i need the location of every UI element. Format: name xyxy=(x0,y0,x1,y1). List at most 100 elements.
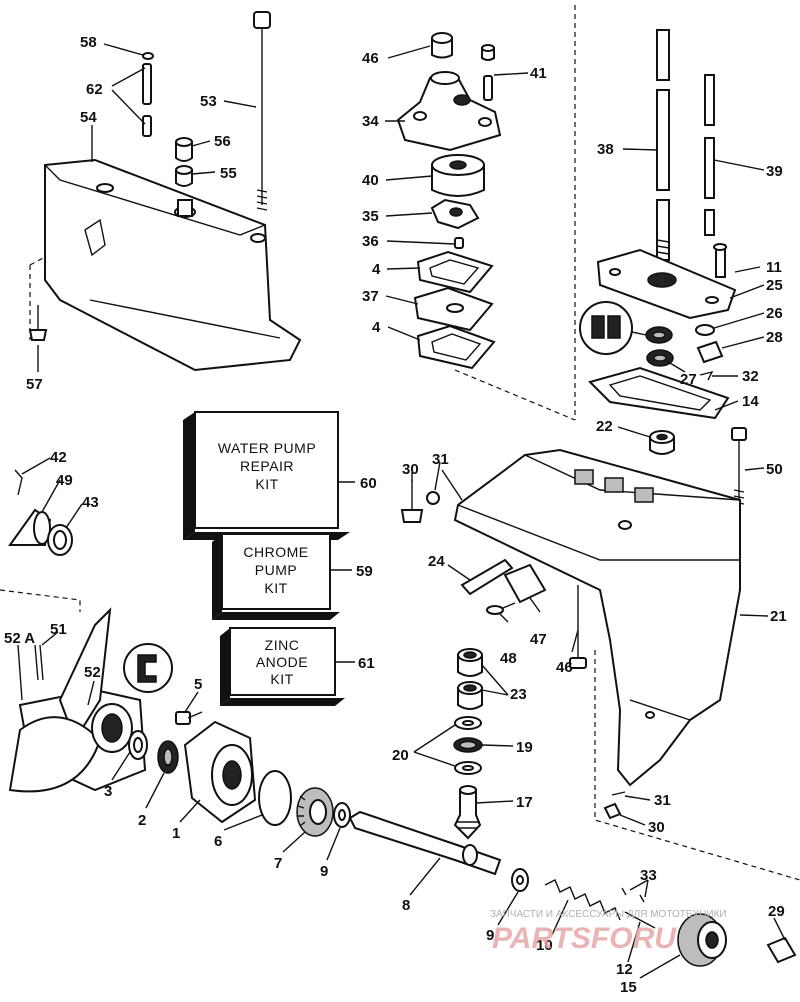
washer-26 xyxy=(695,324,715,336)
watermark-logo: PARTSFORU xyxy=(492,922,677,955)
callout-25: 25 xyxy=(766,277,783,294)
callout-19: 19 xyxy=(516,739,533,756)
clip-detail xyxy=(123,643,173,693)
zinc-anode-kit-box: ZINC ANODE KIT 61 xyxy=(220,627,375,706)
callout-29: 29 xyxy=(768,903,785,920)
callout-9-upper: 9 xyxy=(320,863,328,880)
callout-9-lower: 9 xyxy=(486,927,494,944)
callout-24: 24 xyxy=(428,553,445,570)
kit-60-number: 60 xyxy=(360,475,377,492)
callout-54: 54 xyxy=(80,109,97,126)
pins-58-62 xyxy=(142,52,154,137)
propeller-52 xyxy=(8,607,147,793)
watermark-subtitle: ЗАПЧАСТИ И АКСЕССУАРЫ ДЛЯ МОТОТЕХНИКИ xyxy=(490,909,727,920)
callout-62: 62 xyxy=(86,81,103,98)
callout-21: 21 xyxy=(770,608,787,625)
chrome-pump-kit-box: CHROME PUMP KIT 59 xyxy=(212,533,373,620)
callout-6: 6 xyxy=(214,833,222,850)
kit-60-line3: KIT xyxy=(255,476,278,492)
callout-39: 39 xyxy=(766,163,783,180)
callout-47: 47 xyxy=(530,631,547,648)
callout-11: 11 xyxy=(766,259,782,276)
callout-31-lower: 31 xyxy=(654,792,671,809)
callout-55: 55 xyxy=(220,165,237,182)
screw-30-washer-31 xyxy=(400,480,440,523)
callout-12: 12 xyxy=(616,961,633,978)
water-pump-repair-kit-box: WATER PUMP REPAIR KIT 60 xyxy=(183,411,377,540)
prop-nut-49 xyxy=(8,508,52,546)
seal-detail-27 xyxy=(579,301,674,367)
callout-4-lower: 4 xyxy=(372,319,381,336)
reverse-gear-15 xyxy=(677,913,727,967)
callout-32: 32 xyxy=(742,368,759,385)
section-boundaries xyxy=(0,5,800,881)
kit-61-line1: ZINC xyxy=(265,637,300,653)
bolt-53 xyxy=(253,11,271,211)
callout-2: 2 xyxy=(138,812,146,829)
o-ring-6 xyxy=(258,770,292,826)
callout-10: 10 xyxy=(536,937,553,954)
watermark: ЗАПЧАСТИ И АКСЕССУАРЫ ДЛЯ МОТОТЕХНИКИ PA… xyxy=(490,909,727,955)
pinion-gear-17 xyxy=(453,785,482,840)
callout-30-lower: 30 xyxy=(648,819,665,836)
callout-1: 1 xyxy=(172,825,180,842)
callout-30-upper: 30 xyxy=(402,461,419,478)
callout-41: 41 xyxy=(530,65,547,82)
part-29 xyxy=(766,936,797,964)
propeller-shaft-8 xyxy=(348,810,502,876)
bearings-23 xyxy=(457,648,483,710)
callout-numbers: 58 62 53 54 56 55 57 46 41 34 40 35 36 4… xyxy=(4,34,787,996)
callout-48: 48 xyxy=(500,650,517,667)
thrust-washers-20-bearing-19 xyxy=(453,716,483,775)
driveshaft-38 xyxy=(656,29,670,261)
callout-27: 27 xyxy=(680,371,697,388)
callout-7: 7 xyxy=(274,855,282,872)
callout-22: 22 xyxy=(596,418,613,435)
callout-4-upper: 4 xyxy=(372,261,381,278)
detent-12 xyxy=(624,911,656,929)
callout-49: 49 xyxy=(56,472,73,489)
callout-31-upper: 31 xyxy=(432,451,449,468)
kit-61-line3: KIT xyxy=(270,671,293,687)
exhaust-housing xyxy=(44,158,302,372)
tube-24 xyxy=(460,558,514,596)
callout-37: 37 xyxy=(362,288,379,305)
callout-58: 58 xyxy=(80,34,97,51)
callout-23: 23 xyxy=(510,686,527,703)
spring-10 xyxy=(544,879,621,921)
kit-59-number: 59 xyxy=(356,563,373,580)
callout-17: 17 xyxy=(516,794,533,811)
screw-5 xyxy=(175,711,203,725)
cotter-pin-42 xyxy=(14,469,23,496)
callout-35: 35 xyxy=(362,208,379,225)
callout-8: 8 xyxy=(402,897,410,914)
callout-56: 56 xyxy=(214,133,231,150)
callout-3: 3 xyxy=(104,783,112,800)
gearcase-21 xyxy=(453,448,741,787)
callout-43: 43 xyxy=(82,494,99,511)
callout-42: 42 xyxy=(50,449,67,466)
screw-57 xyxy=(28,305,48,341)
callout-40: 40 xyxy=(362,172,379,189)
kit-60-line1: WATER PUMP xyxy=(218,440,316,456)
callout-38: 38 xyxy=(597,141,614,158)
bracket-47 xyxy=(503,563,547,604)
bearing-housing-1 xyxy=(183,720,257,824)
bearing-22 xyxy=(649,430,675,455)
driveshaft-housing-cover xyxy=(596,248,737,320)
callout-5: 5 xyxy=(194,676,202,693)
water-pump-stack xyxy=(396,32,502,370)
callout-52: 52 xyxy=(84,664,101,681)
callout-36: 36 xyxy=(362,233,379,250)
callout-46-lower: 46 xyxy=(556,659,573,676)
callout-57: 57 xyxy=(26,376,43,393)
callout-34: 34 xyxy=(362,113,379,130)
callout-51: 51 xyxy=(50,621,67,638)
callout-26: 26 xyxy=(766,305,783,322)
kit-59-line2: PUMP xyxy=(255,562,297,578)
bolt-46 xyxy=(569,585,587,669)
pin-51 xyxy=(34,644,44,681)
kit-60-line2: REPAIR xyxy=(240,458,294,474)
gear-7 xyxy=(296,787,334,837)
